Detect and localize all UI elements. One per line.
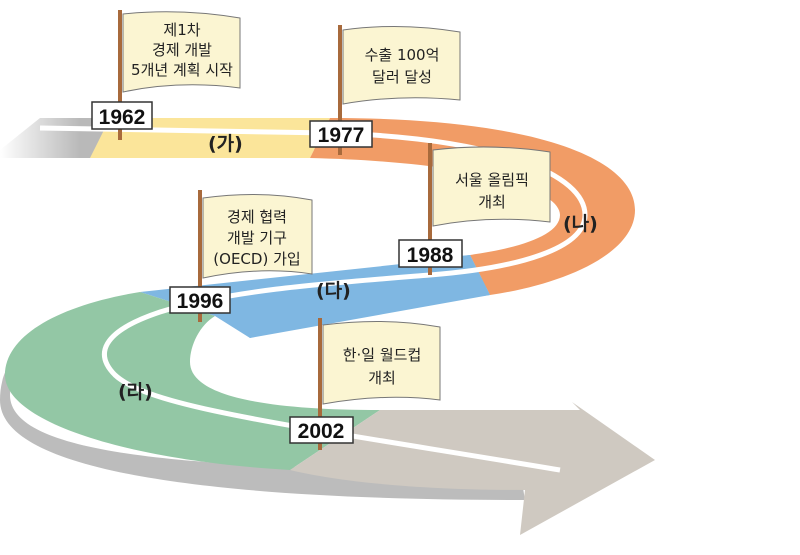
year-box [309, 120, 373, 148]
flag-line: 경제 협력 [227, 208, 287, 226]
flag-line: 수출 100억 [365, 46, 440, 64]
milestone-1988: 서울 올림픽 개최 1988 [398, 143, 551, 275]
road-center-line [39, 125, 588, 473]
year-label: 1962 [99, 106, 146, 129]
flag-line: 제1차 [163, 21, 200, 39]
year-box [398, 239, 463, 268]
period-label-da: (다) [316, 280, 351, 302]
flag-cloth [322, 320, 441, 405]
flag-line: 개발 기구 [227, 229, 287, 247]
flag-cloth [342, 25, 461, 105]
year-label: 2002 [298, 420, 345, 443]
milestone-1977: 수출 100억 달러 달성 1977 [309, 25, 461, 155]
year-label: 1996 [177, 290, 224, 313]
flag-line: (OECD) 가입 [213, 250, 300, 268]
flag-cloth [432, 146, 551, 227]
road-future-arrow [290, 402, 655, 535]
year-box [91, 101, 153, 130]
flag-line: 서울 올림픽 [455, 171, 529, 189]
period-label-ga: (가) [208, 133, 243, 155]
flag-line: 경제 개발 [152, 41, 212, 59]
period-label-na: (나) [563, 213, 598, 235]
period-label-ra: (라) [118, 381, 153, 403]
milestone-1962: 제1차 경제 개발 5개년 계획 시작 1962 [91, 10, 241, 140]
flag-cloth [202, 193, 313, 279]
year-box [289, 416, 354, 444]
flag-line: 달러 달성 [372, 68, 432, 86]
flag-line: 개최 [478, 193, 506, 211]
milestone-2002: 한·일 월드컵 개최 2002 [289, 318, 441, 450]
year-label: 1988 [407, 244, 454, 267]
flag-cloth [122, 11, 241, 93]
year-box [169, 286, 231, 314]
milestone-1996: 경제 협력 개발 기구 (OECD) 가입 1996 [169, 190, 313, 322]
flag-line: 개최 [368, 369, 396, 387]
flag-line: 5개년 계획 시작 [131, 61, 233, 79]
year-label: 1977 [318, 124, 365, 147]
flag-line: 한·일 월드컵 [343, 346, 422, 364]
